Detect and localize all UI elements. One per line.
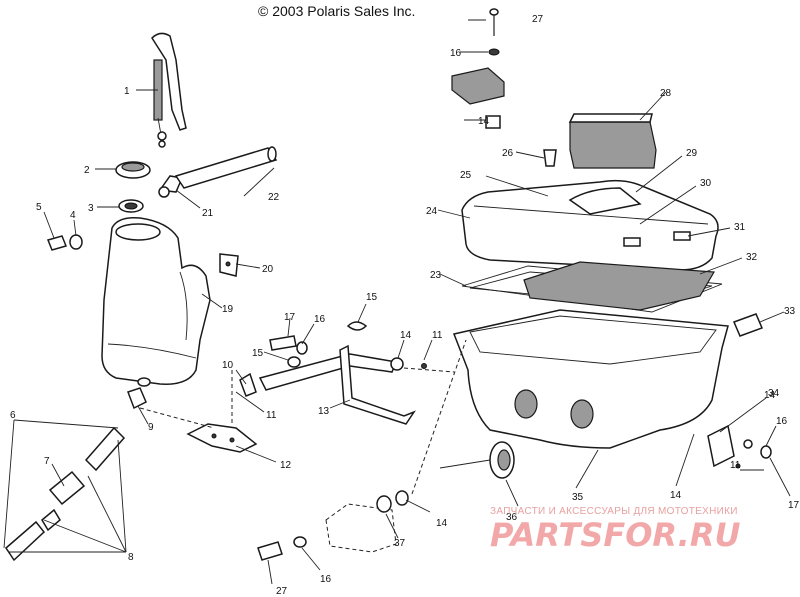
callout-label: 26 xyxy=(502,148,514,159)
filler-cap-part xyxy=(115,161,151,179)
drain-fitting-part xyxy=(127,377,151,410)
callout-label: 5 xyxy=(36,202,42,213)
callout-label: 24 xyxy=(426,206,438,217)
foam-filter-part xyxy=(568,113,657,169)
callout-label: 31 xyxy=(734,222,746,233)
rubber-mount-part xyxy=(451,67,505,105)
callout-label: 36 xyxy=(506,512,518,523)
callout-label: 29 xyxy=(686,148,698,159)
callout-label: 2 xyxy=(84,165,90,176)
tank-bracket-part xyxy=(219,253,239,277)
callout-label: 32 xyxy=(746,252,758,263)
callout-label: 7 xyxy=(44,456,50,467)
callout-label: 1 xyxy=(124,86,130,97)
callout-label: 11 xyxy=(730,460,741,471)
copyright-text: © 2003 Polaris Sales Inc. xyxy=(258,3,415,19)
filter-element-part xyxy=(523,261,716,311)
callout-label: 13 xyxy=(318,406,330,417)
watermark: ЗАПЧАСТИ И АКСЕССУАРЫ ДЛЯ МОТОТЕХНИКИ PA… xyxy=(490,506,740,554)
leader-lines xyxy=(3,19,791,585)
callout-label: 21 xyxy=(202,208,214,219)
callout-label: 23 xyxy=(430,270,442,281)
latch-clip-part xyxy=(543,149,557,167)
callout-label: 16 xyxy=(314,314,326,325)
rear-bracket-part xyxy=(707,424,772,469)
callout-label: 15 xyxy=(252,348,264,359)
callout-label: 15 xyxy=(366,292,378,303)
callout-label: 16 xyxy=(776,416,788,427)
callout-label: 14 xyxy=(670,490,682,501)
callout-label: 19 xyxy=(222,304,234,315)
callout-label: 28 xyxy=(660,88,672,99)
side-clip-part xyxy=(732,313,764,337)
hex-bolt-part xyxy=(239,335,308,397)
watermark-brand: PARTSFOR.RU xyxy=(490,516,740,554)
tank-bolt-part xyxy=(46,234,83,251)
callout-label: 17 xyxy=(284,312,296,323)
callout-label: 12 xyxy=(280,460,292,471)
grommet-part xyxy=(390,357,427,371)
callout-label: 17 xyxy=(788,500,800,511)
cap-seal-part xyxy=(118,199,144,213)
callout-label: 20 xyxy=(262,264,274,275)
rubber-wheel-part xyxy=(489,441,515,479)
callout-label: 6 xyxy=(10,410,16,421)
callout-label: 14 xyxy=(436,518,448,529)
top-nut-part xyxy=(485,115,501,129)
callout-labels: 1 2 3 4 5 6 7 8 9 10 11 11 11 12 13 14 1… xyxy=(10,14,800,597)
watermark-subtitle: ЗАПЧАСТИ И АКСЕССУАРЫ ДЛЯ МОТОТЕХНИКИ xyxy=(490,506,738,517)
callout-label: 25 xyxy=(460,170,472,181)
callout-label: 4 xyxy=(70,210,76,221)
callout-label: 16 xyxy=(450,48,462,59)
callout-label: 11 xyxy=(432,330,443,341)
vent-hose-part xyxy=(174,146,278,189)
support-bracket-part xyxy=(258,344,416,425)
callout-label: 34 xyxy=(768,388,780,399)
callout-label: 14 xyxy=(400,330,412,341)
airbox-lid-part xyxy=(461,179,719,271)
callout-label: 16 xyxy=(320,574,332,585)
oil-filter-part xyxy=(5,426,126,562)
lower-bracket-part xyxy=(325,490,409,553)
callout-label: 27 xyxy=(276,586,288,597)
callout-label: 35 xyxy=(572,492,584,503)
callout-label: 37 xyxy=(394,538,406,549)
callout-label: 11 xyxy=(266,410,277,421)
top-bolt-part xyxy=(489,8,499,36)
lower-bolt-part xyxy=(257,536,307,561)
callout-label: 30 xyxy=(700,178,712,189)
airbox-base-part xyxy=(452,309,729,449)
callout-label: 3 xyxy=(88,203,94,214)
callout-label: 27 xyxy=(532,14,544,25)
top-washer-part xyxy=(488,48,500,56)
callout-label: 14 xyxy=(764,390,776,401)
callout-label: 14 xyxy=(478,116,490,127)
mount-bracket-part xyxy=(186,423,258,453)
callout-label: 9 xyxy=(148,422,154,433)
callout-label: 22 xyxy=(268,192,280,203)
clip-part xyxy=(346,321,368,331)
callout-label: 33 xyxy=(784,306,796,317)
oil-tank-part xyxy=(101,216,211,385)
callout-label: 8 xyxy=(128,552,134,563)
callout-label: 10 xyxy=(222,360,234,371)
